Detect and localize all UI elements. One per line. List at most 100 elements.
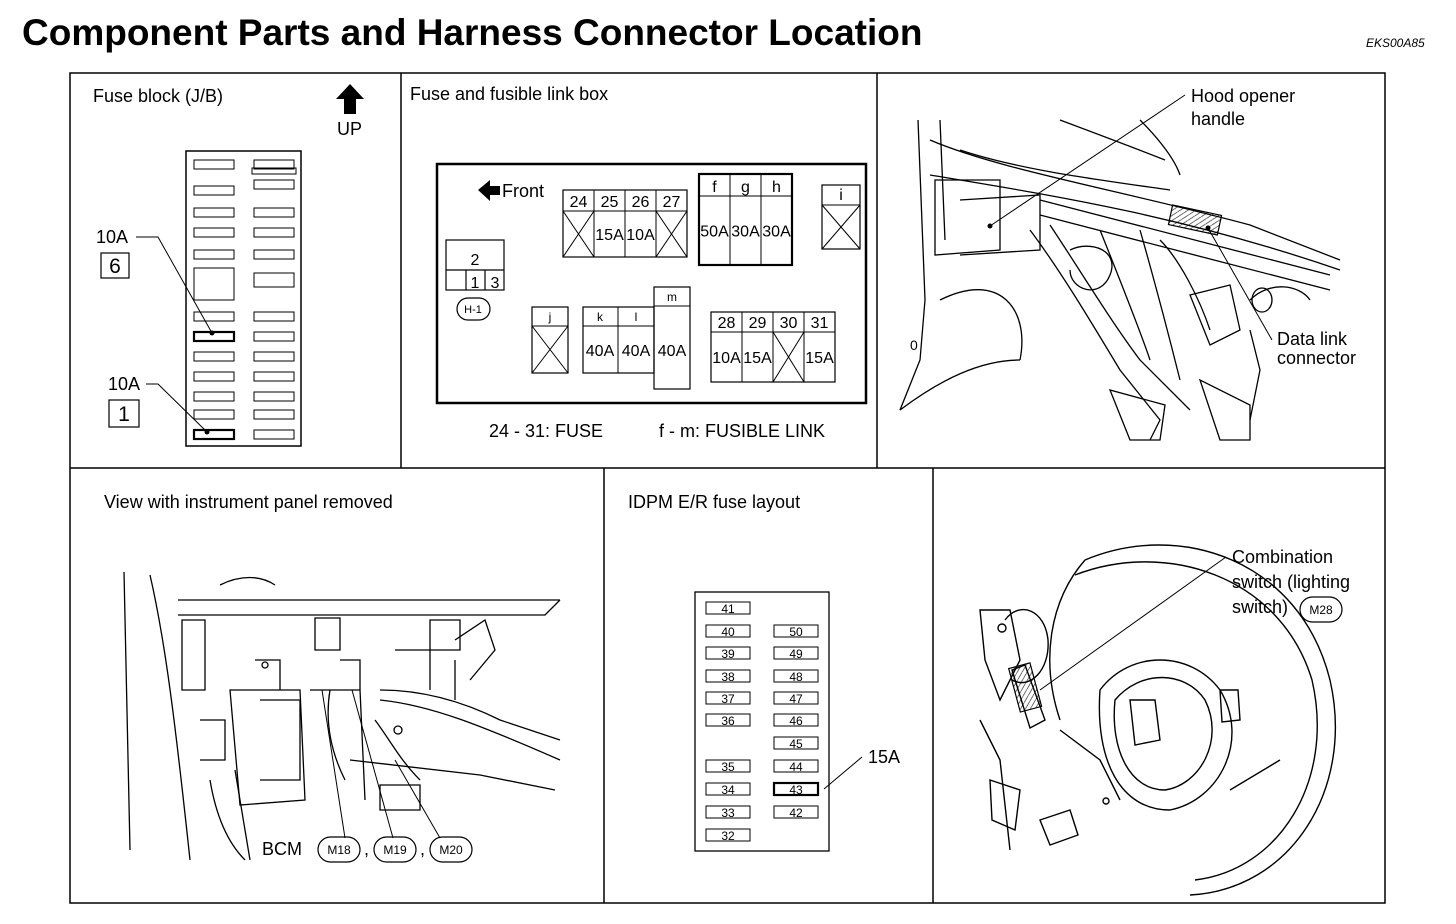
hood-label-1: Hood opener	[1191, 86, 1295, 106]
fusible-i-empty	[821, 204, 861, 250]
fusible-l-label: l	[635, 310, 638, 324]
fuse-block-slots	[192, 159, 297, 441]
svg-text:0: 0	[910, 337, 918, 353]
fuse-slot	[193, 371, 235, 382]
fuse-slot	[253, 331, 295, 342]
ipdm-fuse-42: 42	[789, 806, 803, 820]
ipdm-slot	[705, 713, 751, 727]
separator-1: ,	[364, 839, 369, 859]
ipdm-fuse-44: 44	[789, 760, 803, 774]
combination-switch-icon	[1007, 662, 1043, 713]
dlc-label-1: Data link	[1277, 329, 1348, 349]
ipdm-fuse-43: 43	[789, 783, 803, 797]
fuse-header-g: g	[741, 179, 750, 196]
fusible-l-value: 40A	[622, 343, 651, 360]
fuse-slot	[193, 249, 235, 260]
ipdm-slot	[705, 624, 751, 638]
connector-m19-label: M19	[383, 843, 407, 857]
combo-label-3: switch)	[1232, 597, 1288, 617]
ipdm-fuse-40: 40	[721, 625, 735, 639]
fusible-m-label: m	[667, 290, 677, 304]
fuse-slot	[193, 207, 235, 218]
ipdm-panel: IDPM E/R fuse layout 4140393837363534333…	[628, 492, 900, 852]
instrument-panel-section: View with instrument panel removed	[104, 492, 393, 512]
ipdm-fuse-48: 48	[789, 670, 803, 684]
callout-6-leader	[136, 236, 213, 334]
fuse-slot	[253, 179, 295, 190]
callout-6-dot	[209, 330, 215, 336]
ipdm-slot	[773, 691, 819, 705]
ipdm-slot	[705, 691, 751, 705]
ipdm-slot	[705, 828, 751, 842]
front-label: Front	[502, 181, 544, 201]
fuse-header-24: 24	[570, 194, 588, 211]
instrument-panel-sketch	[123, 571, 561, 861]
fuse-slot	[253, 311, 295, 322]
connector-m20-icon	[429, 836, 473, 863]
ipdm-fuse-33: 33	[721, 806, 735, 820]
data-link-connector-icon	[1167, 204, 1223, 236]
ipdm-fuse-36: 36	[721, 714, 735, 728]
ipdm-slot	[773, 759, 819, 773]
fuse-block-panel: Fuse block (J/B) UP 10A 6 10A 1	[93, 84, 364, 447]
ipdm-outline	[694, 591, 830, 852]
fuse-value-29: 15A	[743, 350, 772, 367]
fuse-slot	[193, 227, 235, 238]
fuse-slot	[193, 159, 235, 170]
fuse-empty-24	[562, 210, 595, 258]
relay-slot	[193, 267, 235, 301]
combo-label-2: switch (lighting	[1232, 572, 1350, 592]
ipdm-title: IDPM E/R fuse layout	[628, 492, 800, 512]
ipdm-slot	[705, 782, 751, 796]
fusible-i: i	[821, 184, 861, 250]
fusible-j-empty	[531, 325, 569, 374]
separator-2: ,	[420, 839, 425, 859]
fuse-slot	[192, 428, 236, 441]
fuse-value-28: 10A	[712, 350, 741, 367]
fusible-k-value: 40A	[586, 343, 615, 360]
fuse-value-f: 50A	[700, 224, 729, 241]
page-title: Component Parts and Harness Connector Lo…	[22, 12, 923, 53]
ipdm-fuse-47: 47	[789, 692, 803, 706]
combo-callout-leader	[1039, 556, 1227, 691]
ipdm-slot	[705, 669, 751, 683]
callout-1-box	[108, 399, 140, 428]
fuse-header-26: 26	[632, 194, 650, 211]
combo-label-1: Combination	[1232, 547, 1333, 567]
fuse-slot	[253, 391, 295, 402]
ipdm-slot	[773, 805, 819, 819]
ipdm-fuse-34: 34	[721, 783, 735, 797]
ipdm-fuse-49: 49	[789, 647, 803, 661]
fuse-header-f: f	[712, 179, 717, 196]
bcm-callout: BCM M18 , M19 , M20	[262, 689, 473, 863]
fusible-box-title: Fuse and fusible link box	[410, 84, 608, 104]
fusible-m-value: 40A	[658, 343, 687, 360]
fuse-slot	[253, 227, 295, 238]
fuse-header-30: 30	[780, 315, 798, 332]
hood-label-2: handle	[1191, 109, 1245, 129]
ipdm-fuse-46: 46	[789, 714, 803, 728]
connector-m19-icon	[373, 836, 417, 863]
document-code: EKS00A85	[1366, 36, 1425, 50]
fuse-slot	[253, 272, 295, 288]
fuse-slot	[253, 159, 295, 170]
data-link-callout: Data link connector	[1205, 225, 1356, 368]
fuse-box-2	[445, 239, 505, 291]
ipdm-slot	[705, 805, 751, 819]
fuse-header-29: 29	[749, 315, 767, 332]
legend-fuse: 24 - 31: FUSE	[489, 421, 603, 441]
fuse-box-2-label: 2	[471, 252, 480, 269]
callout-6-box	[100, 252, 130, 279]
fuse-header-25: 25	[601, 194, 619, 211]
ipdm-fuse-41: 41	[721, 602, 735, 616]
ipdm-slot	[773, 669, 819, 683]
fuse-header-h: h	[772, 179, 781, 196]
fuse-box-2-slot-3: 3	[491, 275, 500, 292]
connector-m28-icon	[1299, 596, 1343, 623]
ipdm-slot	[773, 713, 819, 727]
legend-fusible-link: f - m: FUSIBLE LINK	[659, 421, 825, 441]
ipdm-slot	[773, 624, 819, 638]
